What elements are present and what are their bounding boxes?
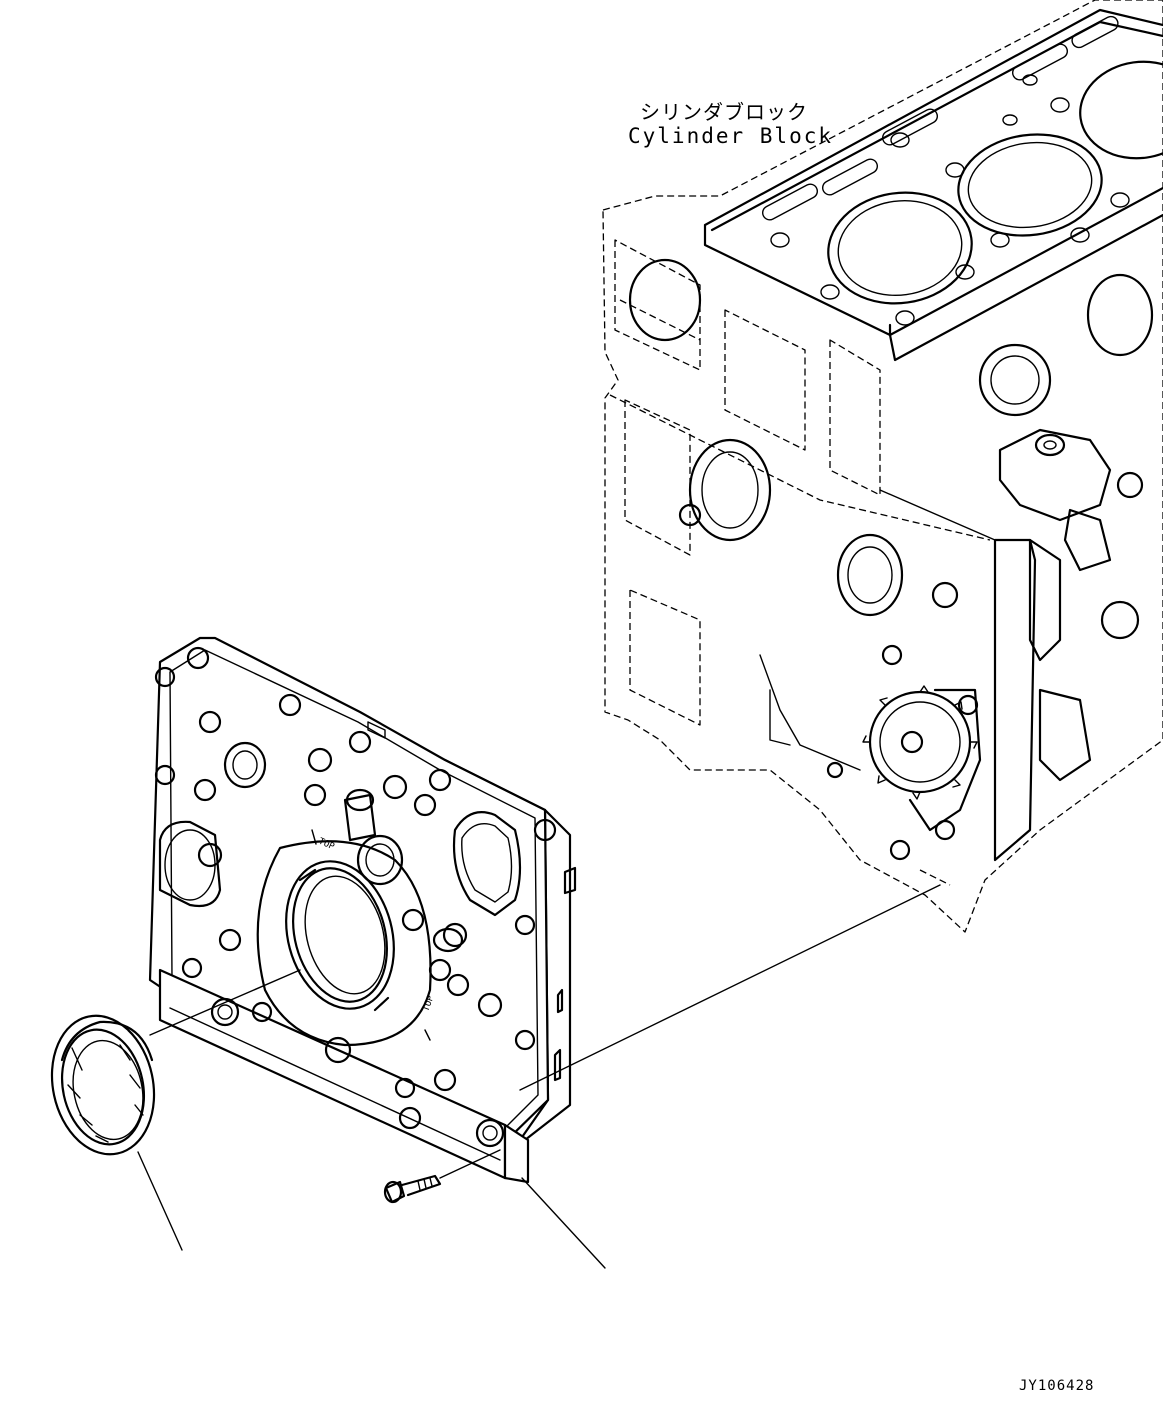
- assembly-lines: [137, 869, 951, 1269]
- oil-seal: [50, 1014, 156, 1156]
- oil-pump-gear: [862, 644, 982, 861]
- part-label-en: Cylinder Block: [628, 124, 834, 148]
- cylinder-block: [602, 0, 1163, 933]
- mounting-bolt: [383, 1174, 442, 1204]
- plate-bolt-holes: [154, 693, 536, 1099]
- part-label-jp: シリンダブロック: [640, 100, 808, 124]
- front-cover-plate: TOP TOP: [148, 636, 577, 1184]
- drawing-id: JY106428: [1019, 1378, 1095, 1394]
